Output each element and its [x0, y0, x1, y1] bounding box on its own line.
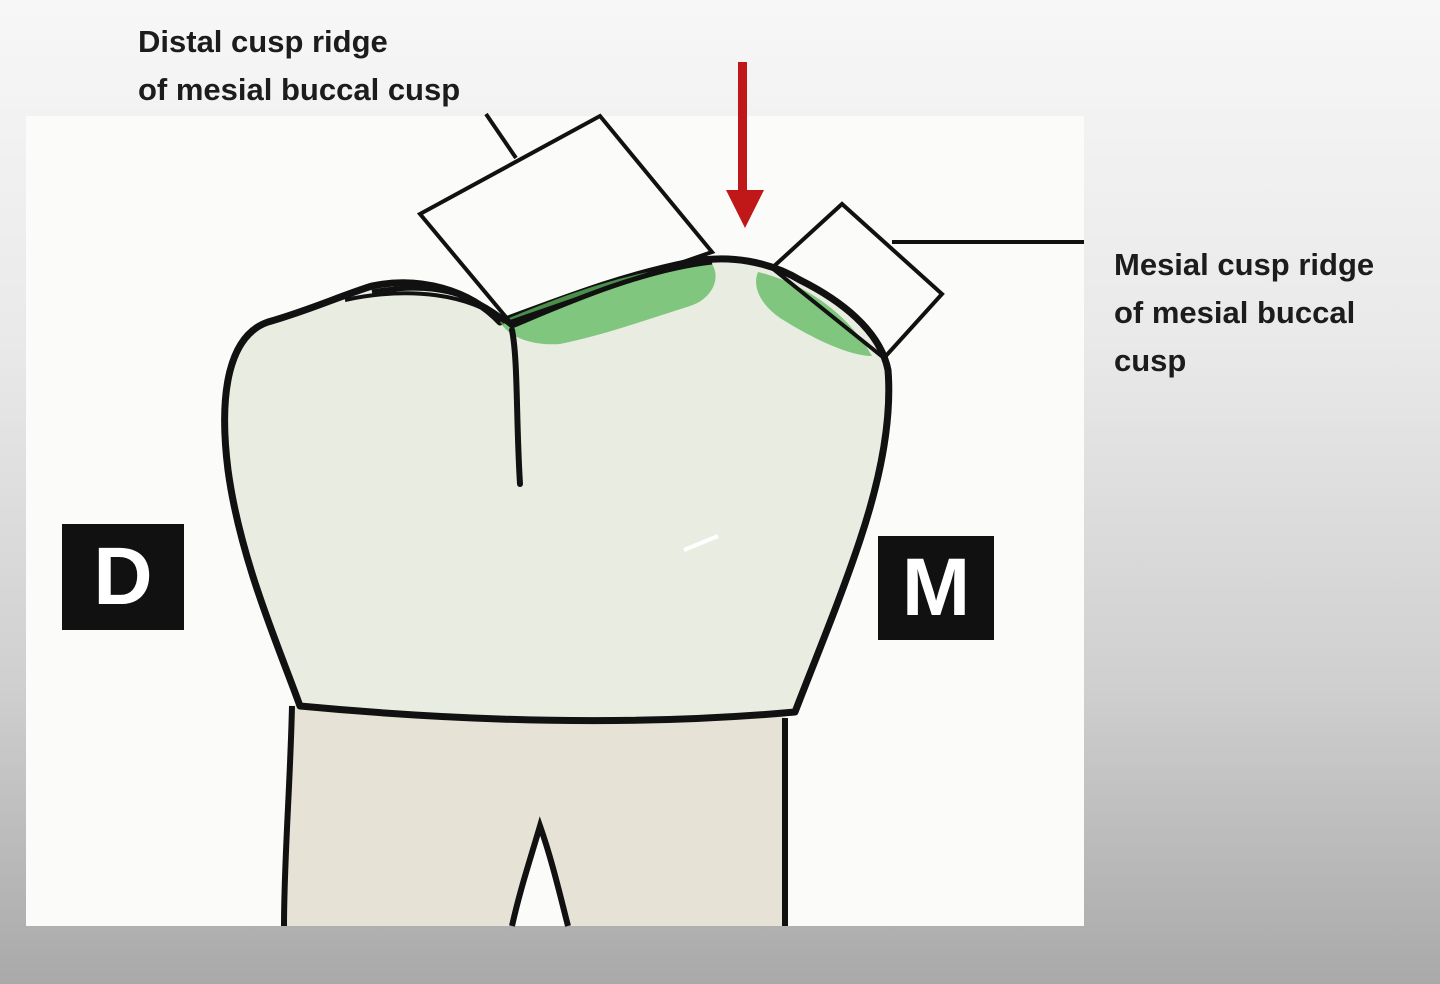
distal-callout-box — [416, 113, 716, 325]
occlusal-inner-outline — [344, 291, 507, 324]
buccal-groove — [509, 327, 523, 487]
mesial-label-line-2: of mesial buccal — [1114, 295, 1356, 330]
distal-ridge-highlight — [500, 264, 716, 345]
glare-mark — [683, 534, 719, 552]
tooth-crown — [221, 255, 893, 725]
red-arrow — [726, 62, 764, 228]
mesial-label-line-1: Mesial cusp ridge — [1114, 247, 1375, 282]
distal-label-line-2: of mesial buccal cusp — [138, 72, 461, 107]
distal-leader-line — [484, 112, 518, 160]
distal-side-marker: D — [62, 524, 184, 630]
distal-label-line-1: Distal cusp ridge — [138, 24, 388, 59]
distal-cusp-ridge-label: Distal cusp ridge of mesial buccal cusp — [138, 18, 460, 114]
mesial-side-marker: M — [878, 536, 994, 640]
mesial-ridge-highlight — [756, 272, 872, 356]
distal-marker-letter: D — [93, 531, 153, 622]
root-furcation — [509, 816, 571, 927]
mesial-marker-letter: M — [901, 542, 971, 633]
mesial-callout-box — [768, 201, 945, 361]
mesial-cusp-ridge-label: Mesial cusp ridge of mesial buccal cusp — [1114, 241, 1374, 385]
tooth-root — [284, 704, 785, 926]
root-left-outline — [281, 705, 295, 927]
mesial-label-line-3: cusp — [1114, 343, 1187, 378]
